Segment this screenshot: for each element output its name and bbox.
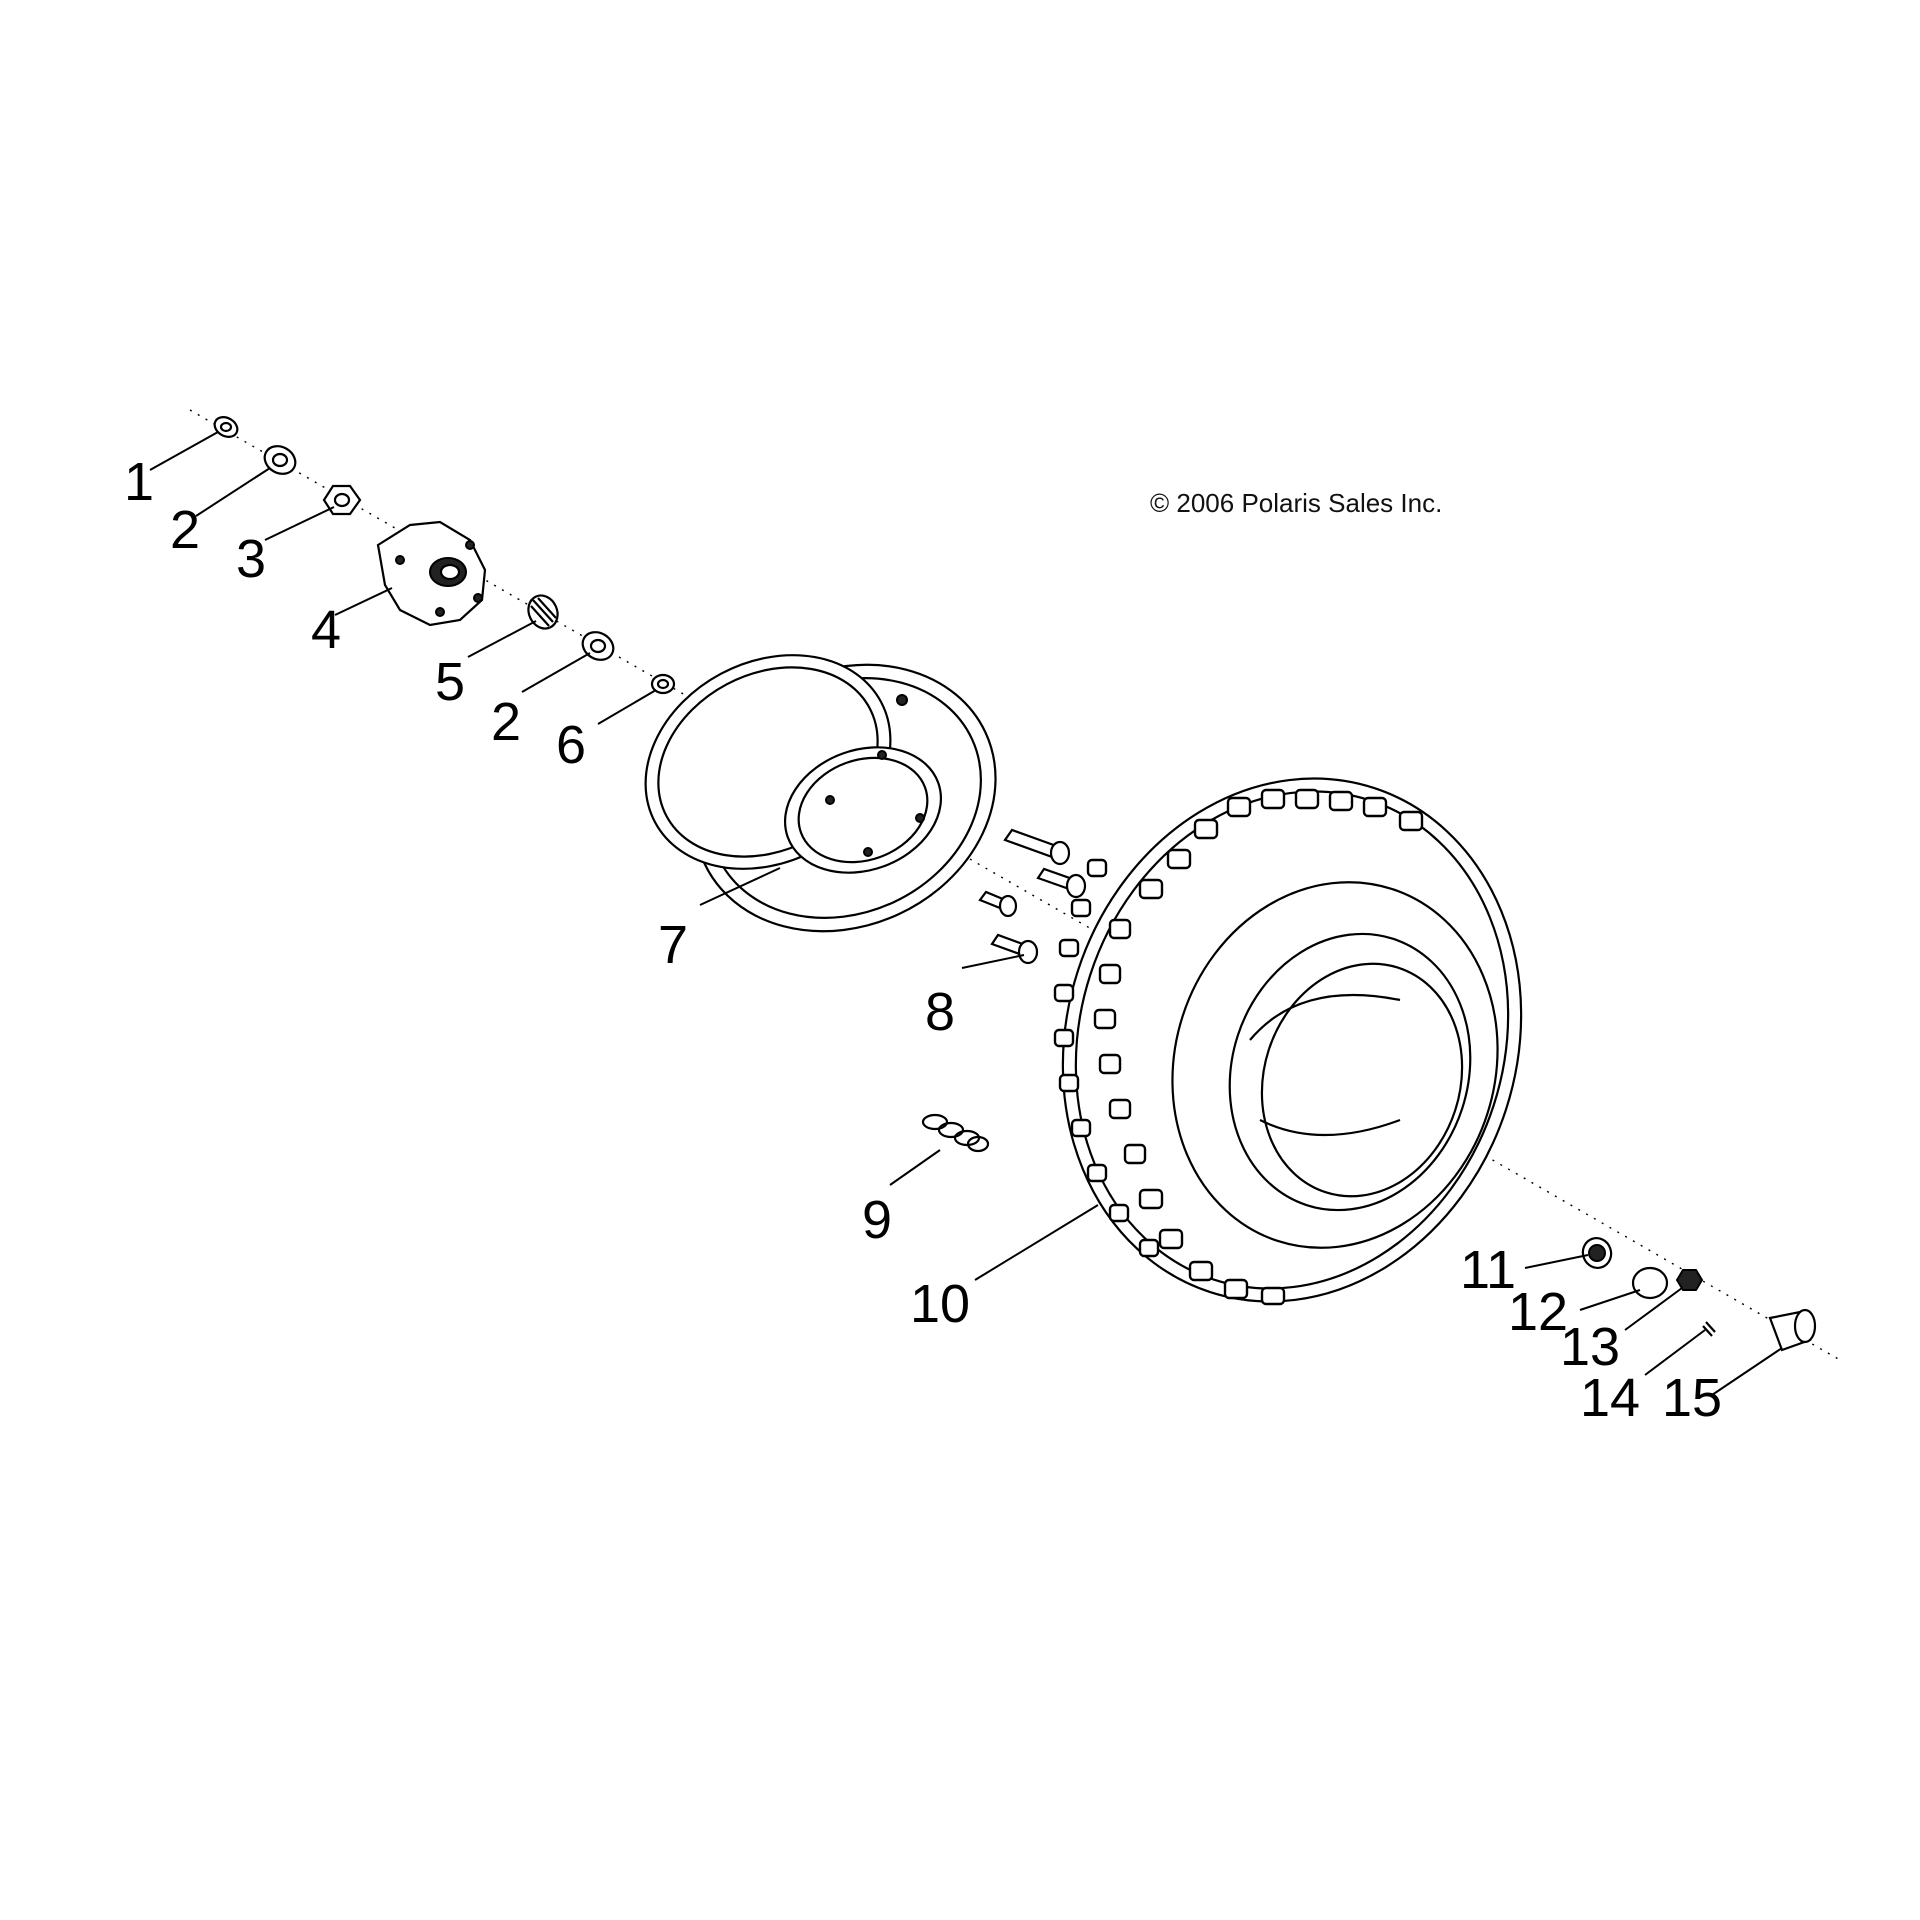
part-6-nut [650, 673, 676, 695]
leader-12 [1579, 1289, 1641, 1311]
leader-7 [699, 867, 781, 906]
leader-10 [974, 1204, 1099, 1281]
leader-15 [1711, 1347, 1783, 1396]
leader-2b [521, 652, 591, 693]
tire-tread-blocks [1053, 788, 1424, 1306]
callout-1: 1 [124, 452, 154, 512]
part-2-washer-lower [581, 631, 615, 661]
callout-8: 8 [925, 982, 955, 1042]
part-12-cap [1631, 1266, 1669, 1300]
leader-5 [467, 620, 537, 658]
part-5-bearing [527, 594, 559, 630]
callout-11: 11 [1460, 1240, 1516, 1300]
part-1-nut [213, 416, 239, 438]
part-15-hub-cap [1768, 1308, 1817, 1352]
callout-12: 12 [1508, 1282, 1568, 1342]
leader-2a [195, 467, 271, 517]
part-9-valve-stem [921, 1113, 990, 1153]
part-10-tire [1053, 777, 1523, 1306]
callout-7: 7 [658, 915, 688, 975]
callout-2-lower: 2 [491, 692, 521, 752]
copyright-notice: © 2006 Polaris Sales Inc. [1150, 488, 1443, 518]
part-13-nut [1675, 1269, 1704, 1291]
part-8-wheel-studs [978, 828, 1087, 965]
leader-8 [961, 954, 1025, 969]
part-2-washer-upper [263, 445, 297, 475]
leader-9 [889, 1149, 941, 1186]
part-14-cotter-pin [1702, 1321, 1716, 1337]
callout-3: 3 [236, 529, 266, 589]
callout-9: 9 [862, 1190, 892, 1250]
part-4-hub [376, 520, 487, 627]
leader-1 [149, 431, 219, 471]
leader-11 [1524, 1254, 1589, 1269]
callout-14: 14 [1580, 1368, 1640, 1428]
callout-6: 6 [556, 715, 586, 775]
leader-4 [334, 587, 393, 616]
part-11-washer [1581, 1237, 1613, 1269]
callout-15: 15 [1662, 1368, 1722, 1428]
leader-14 [1644, 1329, 1706, 1376]
leader-3 [264, 506, 335, 541]
leader-6 [597, 689, 657, 725]
leader-13 [1624, 1287, 1683, 1331]
part-7-wheel-rim [644, 654, 997, 933]
callout-13: 13 [1560, 1317, 1620, 1377]
callout-4: 4 [311, 600, 341, 660]
callout-5: 5 [435, 652, 465, 712]
callout-2-upper: 2 [170, 500, 200, 560]
callout-10: 10 [910, 1274, 970, 1334]
